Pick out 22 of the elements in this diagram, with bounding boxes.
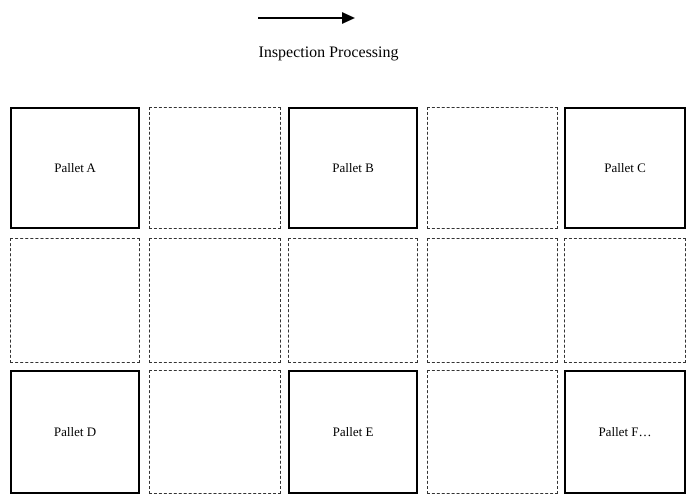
empty-slot-box (564, 238, 686, 363)
empty-slot-box (149, 107, 281, 229)
pallet-label: Pallet A (54, 160, 96, 176)
pallet-label: Pallet C (604, 160, 646, 176)
pallet-label: Pallet E (332, 424, 374, 440)
pallet-box (288, 370, 418, 494)
pallet-label: Pallet B (332, 160, 374, 176)
pallet-box (564, 107, 686, 229)
pallet-box (10, 370, 140, 494)
empty-slot-box (427, 107, 558, 229)
empty-slot-box (10, 238, 140, 363)
direction-label: Inspection Processing (258, 44, 400, 62)
pallet-box (288, 107, 418, 229)
pallet-box (564, 370, 686, 494)
pallet-label: Pallet F… (598, 424, 652, 440)
empty-slot-box (288, 238, 418, 363)
empty-slot-box (427, 370, 558, 494)
empty-slot-box (427, 238, 558, 363)
empty-slot-box (149, 370, 281, 494)
pallet-label: Pallet D (54, 424, 96, 440)
pallet-box (10, 107, 140, 229)
empty-slot-box (149, 238, 281, 363)
